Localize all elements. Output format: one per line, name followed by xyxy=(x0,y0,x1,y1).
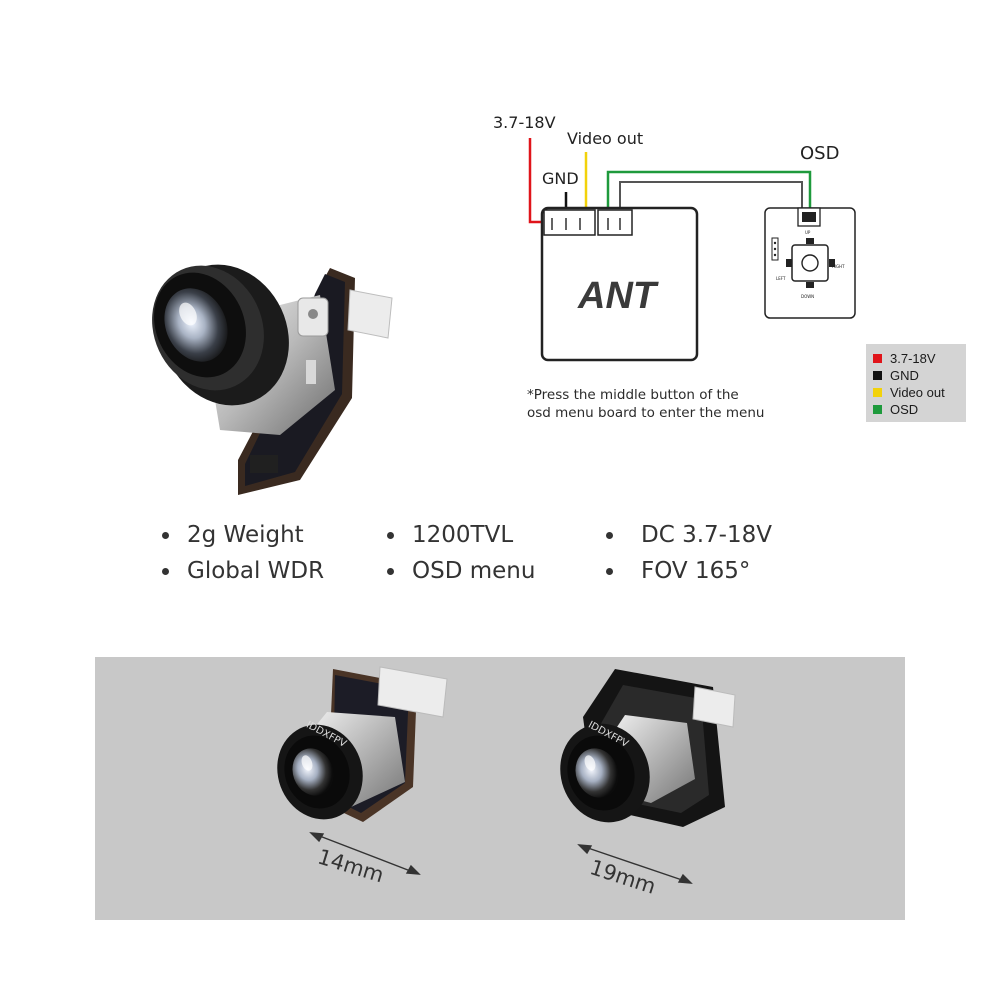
spec-item: OSD menu xyxy=(387,558,535,584)
bullet-icon xyxy=(606,567,613,575)
dimension-arrow-14mm xyxy=(309,832,421,875)
spec-item: DC 3.7-18V xyxy=(606,522,772,548)
legend-item: 3.7-18V xyxy=(873,350,966,367)
osd-instruction-note: *Press the middle button of the osd menu… xyxy=(527,386,764,422)
legend-swatch xyxy=(873,405,882,414)
spec-text: Global WDR xyxy=(187,558,325,584)
osd-right-label: RIGHT xyxy=(832,264,845,269)
bullet-icon xyxy=(162,531,169,539)
legend-swatch xyxy=(873,371,882,380)
legend-label: Video out xyxy=(890,385,945,400)
spec-item: Global WDR xyxy=(162,558,324,584)
legend-label: GND xyxy=(890,368,919,383)
pin-label-video: Video out xyxy=(567,129,643,148)
legend-label: OSD xyxy=(890,402,919,417)
spec-text: FOV 165° xyxy=(641,558,751,584)
size-comparison-panel: IDDXFPV IDDXFPV 14mm 19mm xyxy=(95,657,905,920)
legend-label: 3.7-18V xyxy=(890,351,936,366)
bullet-icon xyxy=(606,531,613,539)
camera-board xyxy=(540,206,699,362)
wire-osd-gray xyxy=(619,181,803,226)
size-comparison-art: IDDXFPV IDDXFPV xyxy=(277,666,736,884)
pin-label-power: 3.7-18V xyxy=(493,113,556,132)
spec-text: OSD menu xyxy=(412,558,536,584)
spec-text: 2g Weight xyxy=(187,522,304,548)
spec-item: 1200TVL xyxy=(387,522,513,548)
camera-19mm: IDDXFPV xyxy=(560,669,736,827)
hero-camera-illustration xyxy=(152,264,393,495)
osd-down-label: DOWN xyxy=(801,294,814,299)
wire-color-legend: 3.7-18V GND Video out OSD xyxy=(866,344,966,422)
spec-list: 2g Weight 1200TVL DC 3.7-18V Global WDR … xyxy=(160,520,800,600)
spec-text: DC 3.7-18V xyxy=(641,522,772,548)
wiring-diagram: 3.7-18V Video out GND OSD ANT UP DOWN LE… xyxy=(493,113,856,362)
bullet-icon xyxy=(387,531,394,539)
bullet-icon xyxy=(387,567,394,575)
legend-swatch xyxy=(873,388,882,397)
spec-item: FOV 165° xyxy=(606,558,750,584)
board-label: ANT xyxy=(577,275,659,317)
legend-swatch xyxy=(873,354,882,363)
bullet-icon xyxy=(162,567,169,575)
osd-up-label: UP xyxy=(805,230,811,235)
osd-label: OSD xyxy=(800,143,839,164)
dimension-arrow-19mm xyxy=(577,844,693,884)
pin-label-gnd: GND xyxy=(542,169,579,188)
legend-item: GND xyxy=(873,367,966,384)
osd-left-label: LEFT xyxy=(776,276,786,281)
legend-item: OSD xyxy=(873,401,966,418)
spec-item: 2g Weight xyxy=(162,522,304,548)
note-line-1: *Press the middle button of the xyxy=(527,387,739,403)
note-line-2: osd menu board to enter the menu xyxy=(527,405,765,421)
wire-osd-green xyxy=(606,170,812,226)
legend-item: Video out xyxy=(873,384,966,401)
camera-14mm: IDDXFPV xyxy=(277,666,448,822)
spec-text: 1200TVL xyxy=(412,522,514,548)
